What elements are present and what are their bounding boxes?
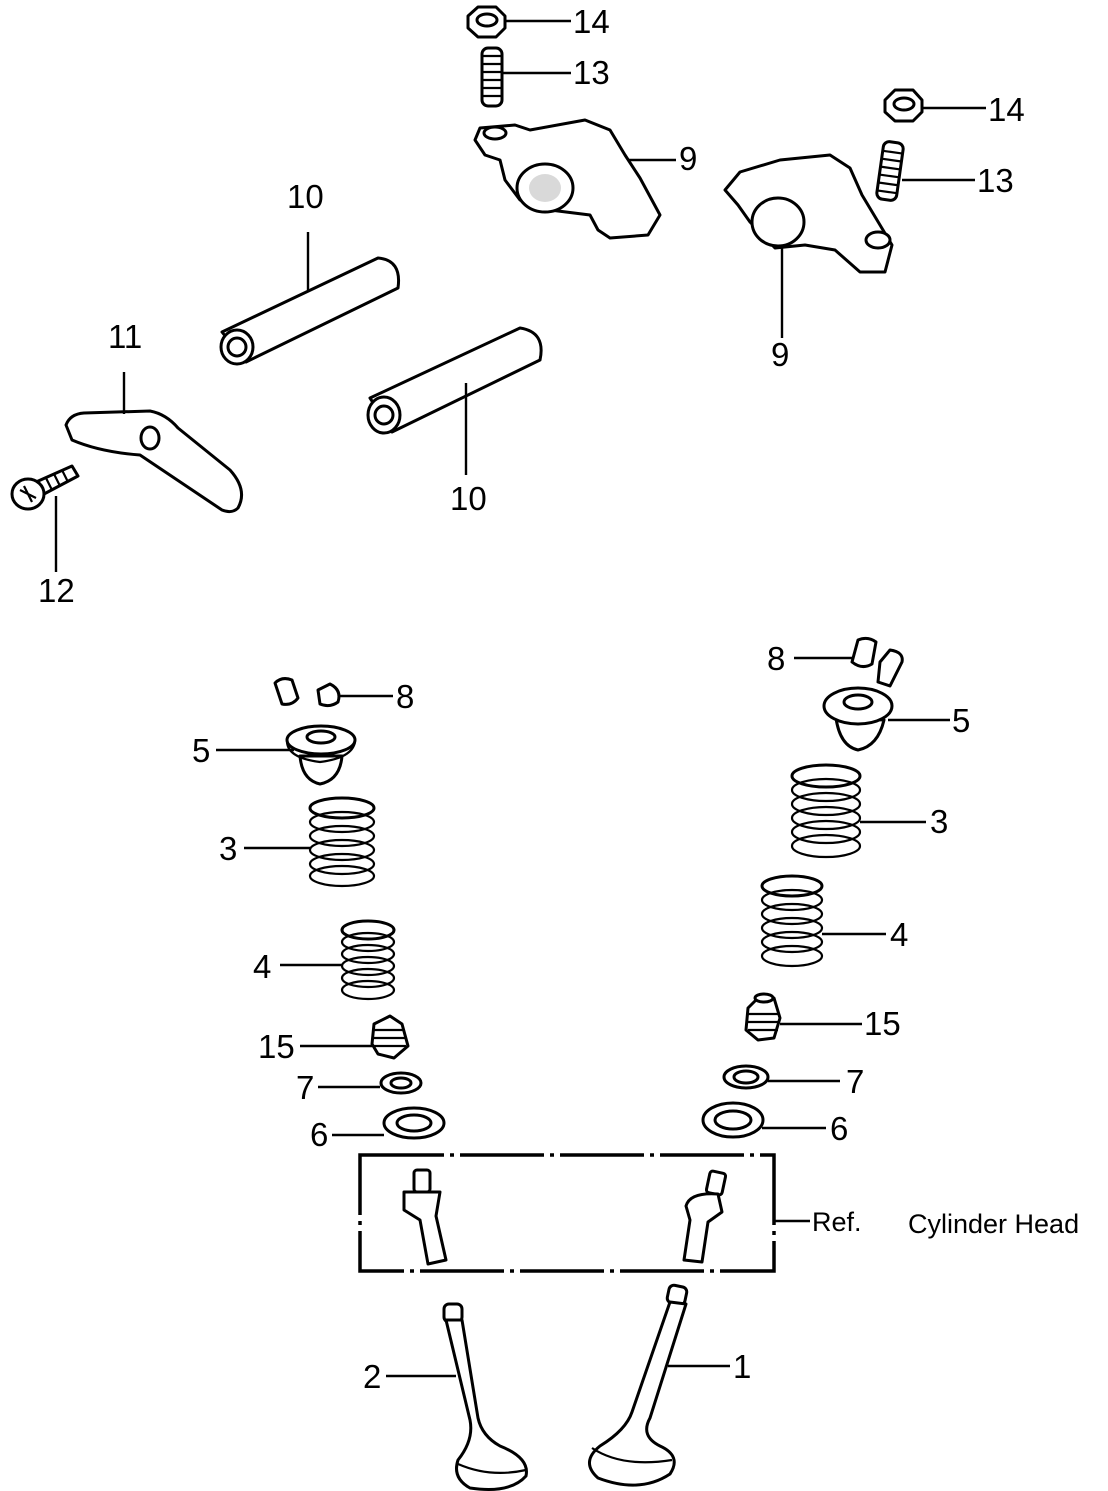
part-4-inner-spring-right	[760, 874, 886, 968]
part-8-cotters-left	[273, 677, 393, 708]
callout-4-right: 4	[890, 916, 908, 953]
callout-15-left: 15	[258, 1028, 295, 1065]
part-9-rocker-arm-right	[723, 153, 894, 338]
part-6-seat-right	[701, 1101, 826, 1139]
part-10-rocker-shaft-lower	[366, 326, 543, 475]
part-7-washer-left	[318, 1071, 423, 1095]
callout-9-right: 9	[771, 336, 789, 373]
callout-5-left: 5	[192, 732, 210, 769]
part-4-inner-spring-left	[280, 919, 396, 1001]
callout-6-left: 6	[310, 1116, 328, 1153]
reference-prefix: Ref.	[812, 1207, 862, 1237]
callout-14-right: 14	[988, 91, 1025, 128]
callout-3-right: 3	[930, 803, 948, 840]
callout-5-right: 5	[952, 702, 970, 739]
part-7-washer-right	[722, 1064, 840, 1090]
callout-3-left: 3	[219, 830, 237, 867]
part-15-stem-seal-right	[744, 992, 862, 1042]
callout-13-right: 13	[977, 162, 1014, 199]
callout-4-left: 4	[253, 948, 271, 985]
part-10-rocker-shaft-upper	[219, 232, 401, 366]
part-14-nut-right	[883, 88, 986, 123]
part-11-shaft-retainer-plate	[64, 372, 244, 514]
part-14-nut-left	[466, 5, 571, 39]
part-13-stud-right	[875, 140, 975, 202]
part-1-valve-right	[588, 1283, 730, 1487]
callout-10-upper: 10	[287, 178, 324, 215]
part-6-seat-left	[332, 1106, 446, 1140]
part-2-valve-left	[386, 1302, 528, 1491]
cylinder-head-reference-box	[358, 1153, 810, 1273]
callout-7-left: 7	[296, 1069, 314, 1106]
callout-7-right: 7	[846, 1063, 864, 1100]
valve-guide-right	[682, 1169, 728, 1264]
valve-guide-left	[402, 1168, 448, 1266]
part-5-retainer-left	[216, 724, 357, 786]
part-8-cotters-right	[794, 636, 904, 688]
callout-9-left: 9	[679, 140, 697, 177]
callout-14-left: 14	[573, 3, 610, 40]
callout-12: 12	[38, 572, 75, 609]
callout-8-left: 8	[396, 678, 414, 715]
callout-11: 11	[108, 318, 142, 355]
part-9-rocker-arm-left	[473, 118, 676, 240]
callout-2: 2	[363, 1358, 381, 1395]
part-15-stem-seal-left	[300, 1014, 410, 1060]
part-13-stud-left	[480, 46, 571, 108]
callout-8-right: 8	[767, 640, 785, 677]
callout-15-right: 15	[864, 1005, 901, 1042]
reference-name: Cylinder Head	[908, 1209, 1079, 1239]
callout-1: 1	[733, 1348, 751, 1385]
part-3-outer-spring-right	[790, 763, 926, 859]
callout-13-left: 13	[573, 54, 610, 91]
callout-10-lower: 10	[450, 480, 487, 517]
part-5-retainer-right	[822, 686, 950, 752]
part-3-outer-spring-left	[244, 796, 376, 888]
callout-6-right: 6	[830, 1110, 848, 1147]
part-12-screw	[10, 464, 80, 572]
